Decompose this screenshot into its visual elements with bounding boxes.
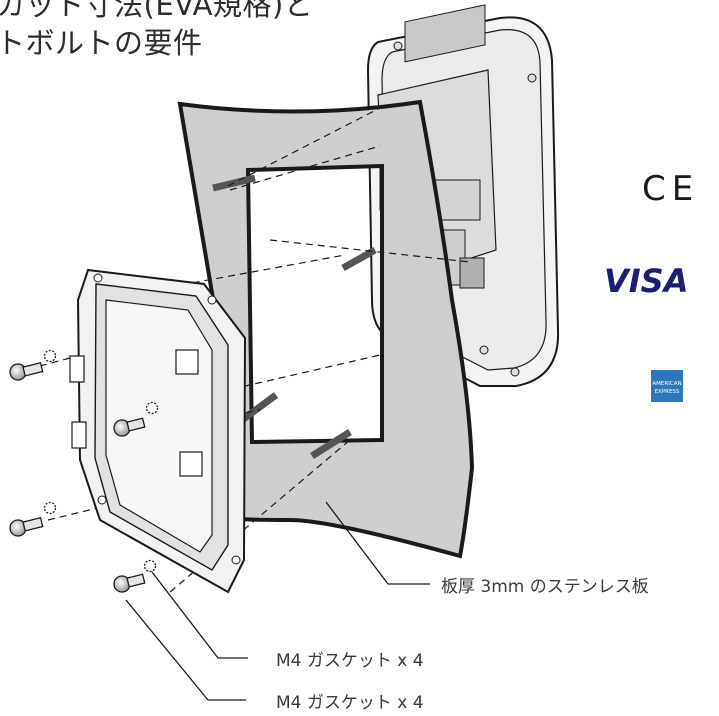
amex-logo: AMERICAN EXPRESS — [651, 370, 683, 402]
screws-and-washers — [9, 349, 159, 593]
screw-1 — [9, 349, 57, 381]
callout-leaders — [125, 501, 430, 701]
title-line-2: トボルトの要件 — [0, 26, 203, 60]
callout-gasket-label-2: M4 ガスケット x 4 — [276, 693, 424, 713]
mounting-bracket — [69, 268, 247, 594]
diagram-title: カット寸法(EVA規格)と トボルトの要件 — [0, 0, 313, 62]
visa-logo: VISA — [604, 262, 688, 300]
screw-4 — [113, 559, 157, 593]
callout-gasket-label-1: M4 ガスケット x 4 — [276, 651, 424, 671]
screw-2 — [113, 401, 159, 437]
screw-3 — [9, 501, 57, 537]
certification-badges: CE VISA AMERICAN EXPRESS — [604, 169, 699, 402]
ce-mark: CE — [642, 169, 699, 209]
callout-plate-label: 板厚 3mm のステンレス板 — [441, 577, 649, 597]
title-line-1: カット寸法(EVA規格)と — [0, 0, 314, 22]
svg-text:AMERICAN: AMERICAN — [652, 381, 681, 387]
svg-text:EXPRESS: EXPRESS — [655, 389, 680, 395]
